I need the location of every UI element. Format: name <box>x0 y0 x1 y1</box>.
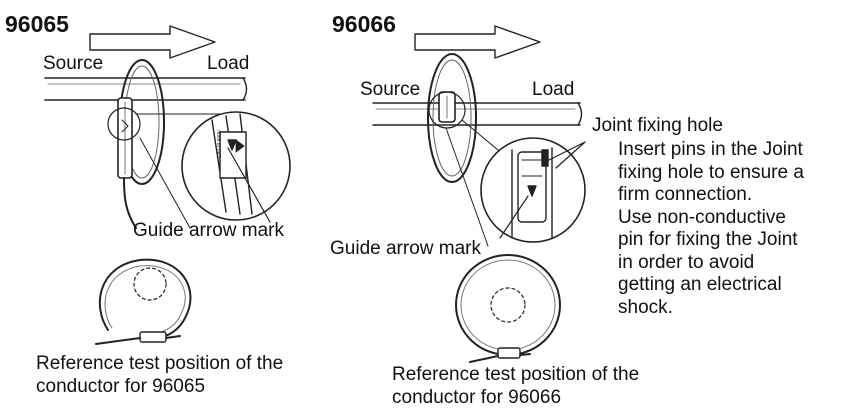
source-label-right: Source <box>360 79 421 100</box>
current-direction-arrow-right <box>414 25 541 59</box>
joint-fixing-hole <box>541 149 549 167</box>
current-direction-arrow-left <box>89 25 216 59</box>
joint-instruction-line: getting an electrical <box>618 274 782 295</box>
model-label-96066: 96066 <box>332 11 396 37</box>
reference-caption-left-1: Reference test position of the <box>36 353 284 374</box>
source-label-left: Source <box>43 53 104 74</box>
magnifier-small-left <box>107 107 141 141</box>
joint-head-left <box>117 97 133 179</box>
joint-instruction-line: in order to avoid <box>618 251 755 273</box>
guide-arrow-mark-right: Guide arrow mark <box>330 238 481 259</box>
reference-caption-right-2: conductor for 96066 <box>392 387 562 408</box>
reference-caption-left-2: conductor for 96065 <box>36 376 206 397</box>
joint-instruction-line: shock. <box>618 296 673 318</box>
flexible-loop-right <box>427 53 477 183</box>
sensor-cable-left <box>123 177 137 229</box>
joint-instructions: Insert pins in the Joint fixing hole to … <box>618 139 840 319</box>
conductor-bar-right <box>372 102 583 126</box>
reference-caption-right-1: Reference test position of the <box>392 364 640 385</box>
reference-ring-left <box>95 258 192 345</box>
conductor-bar-left <box>44 77 248 101</box>
detail-circle-right <box>480 137 586 243</box>
joint-head-right <box>438 91 456 123</box>
magnifier-small-right <box>428 91 466 129</box>
load-label-left: Load <box>207 53 250 74</box>
reference-ring-right <box>455 254 561 363</box>
detail-circle-left <box>181 111 291 221</box>
joint-instruction-line: Insert pins in the Joint <box>618 139 803 160</box>
guide-arrow-mark-left: Guide arrow mark <box>133 220 284 241</box>
load-label-right: Load <box>532 79 575 100</box>
joint-instruction-line: firm connection. <box>618 184 753 205</box>
joint-instruction-line: Use non-conductive <box>618 206 786 228</box>
cat-rating-mark: CAT III 600V <box>217 129 223 158</box>
joint-instruction-line: fixing hole to ensure a <box>618 161 804 183</box>
model-label-96065: 96065 <box>5 11 69 37</box>
joint-instruction-line: pin for fixing the Joint <box>618 229 798 250</box>
joint-fixing-hole-label: Joint fixing hole <box>592 115 723 136</box>
